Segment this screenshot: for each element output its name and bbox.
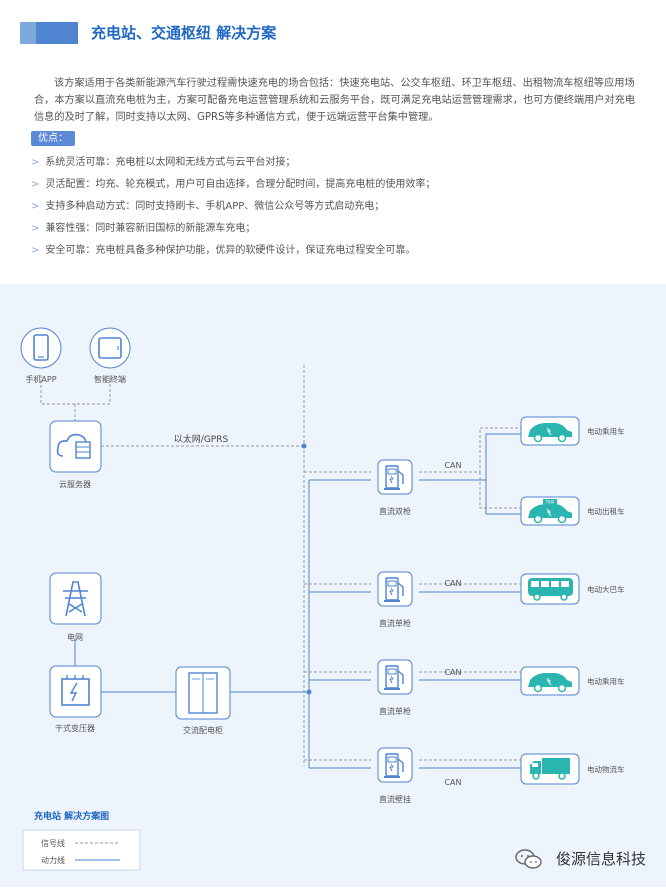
- cloud-server-node: 云服务器: [49, 420, 102, 489]
- chevron-right-icon: >: [31, 179, 40, 190]
- chevron-right-icon: >: [31, 223, 40, 234]
- vehicle-node: 电动乘用车: [520, 666, 625, 696]
- mobile-app-node: 手机APP: [20, 327, 62, 384]
- chevron-right-icon: >: [31, 245, 40, 256]
- can-label: CAN: [444, 778, 461, 787]
- cloud-server-label: 云服务器: [59, 479, 91, 489]
- vehicle-node: TAXI 电动出租车: [520, 496, 625, 526]
- truck-icon: [530, 758, 570, 780]
- charger-label: 直流单枪: [379, 618, 411, 628]
- tablet-icon: [98, 337, 122, 359]
- phone-icon: [33, 334, 49, 361]
- mobile-app-label: 手机APP: [25, 374, 56, 384]
- charger-label: 直流双枪: [379, 506, 411, 516]
- vehicle-label: 电动物流车: [587, 764, 625, 774]
- vehicle-label: 电动出租车: [587, 506, 625, 516]
- ac-cabinet-label: 交流配电柜: [183, 725, 223, 735]
- power-tower-icon: [63, 581, 88, 617]
- charger-label: 直流单枪: [379, 706, 411, 716]
- legend-power-label: 动力线: [41, 855, 65, 865]
- server-icon: [75, 441, 91, 459]
- transformer-node: 干式变压器: [49, 665, 102, 733]
- vehicle-node: 电动大巴车: [520, 573, 625, 605]
- wechat-icon: [515, 849, 542, 869]
- vehicle-node: 电动物流车: [520, 753, 625, 785]
- advantages-list: >系统灵活可靠：充电桩以太网和无线方式与云平台对接； >灵活配置：均充、轮充模式…: [31, 152, 435, 262]
- chevron-right-icon: >: [31, 157, 40, 168]
- legend-signal-label: 信号线: [41, 838, 65, 848]
- legend-title: 充电站 解决方案图: [34, 810, 109, 822]
- legend: 信号线 动力线: [22, 829, 141, 871]
- can-label: CAN: [444, 461, 461, 470]
- advantage-item: >支持多种启动方式：同时支持刷卡、手机APP、微信公众号等方式启动充电；: [31, 201, 385, 212]
- bus-icon: [528, 578, 573, 601]
- transformer-label: 干式变压器: [55, 723, 95, 733]
- page-title: 充电站、交通枢纽 解决方案: [91, 24, 277, 42]
- vehicle-label: 电动大巴车: [587, 584, 625, 594]
- smart-terminal-label: 智能终端: [94, 374, 126, 384]
- advantage-item: >安全可靠：充电桩具备多种保护功能，优异的软硬件设计，保证充电过程安全可靠。: [31, 245, 416, 256]
- smart-terminal-node: 智能终端: [89, 327, 131, 384]
- watermark: 俊源信息科技: [555, 850, 646, 868]
- charger-node: 直流双枪: [377, 459, 413, 516]
- ethernet-gprs-label: 以太网/GPRS: [174, 433, 229, 445]
- advantages-label: 优点：: [31, 131, 75, 146]
- charger-node: 直流壁挂: [377, 747, 413, 804]
- solution-diagram: 手机APP 智能终端 云服务器 以太网/GPRS 电网 干式变压: [0, 284, 666, 887]
- intro-paragraph: 该方案适用于各类新能源汽车行驶过程需快速充电的场合包括：快速充电站、公交车枢纽、…: [34, 78, 636, 123]
- vehicle-label: 电动乘用车: [587, 426, 625, 436]
- charger-label: 直流壁挂: [379, 794, 411, 804]
- ac-cabinet-node: 交流配电柜: [175, 666, 231, 735]
- advantage-item: >兼容性强：同时兼容新旧国标的新能源车充电；: [31, 223, 256, 234]
- charger-node: 直流单枪: [377, 571, 413, 628]
- can-label: CAN: [444, 579, 461, 588]
- can-label: CAN: [444, 668, 461, 677]
- power-grid-node: 电网: [49, 572, 102, 642]
- advantage-item: >灵活配置：均充、轮充模式，用户可自由选择，合理分配时间，提高充电桩的使用效率；: [31, 179, 436, 190]
- taxi-sign: TAXI: [545, 500, 555, 505]
- advantage-item: >系统灵活可靠：充电桩以太网和无线方式与云平台对接；: [31, 157, 296, 168]
- vehicle-label: 电动乘用车: [587, 676, 625, 686]
- charger-node: 直流单枪: [377, 659, 413, 716]
- vehicle-node: 电动乘用车: [520, 416, 625, 446]
- chevron-right-icon: >: [31, 201, 40, 212]
- grid-label: 电网: [67, 632, 83, 642]
- header-accent-bar: [20, 22, 78, 44]
- cloud-icon: [56, 433, 87, 457]
